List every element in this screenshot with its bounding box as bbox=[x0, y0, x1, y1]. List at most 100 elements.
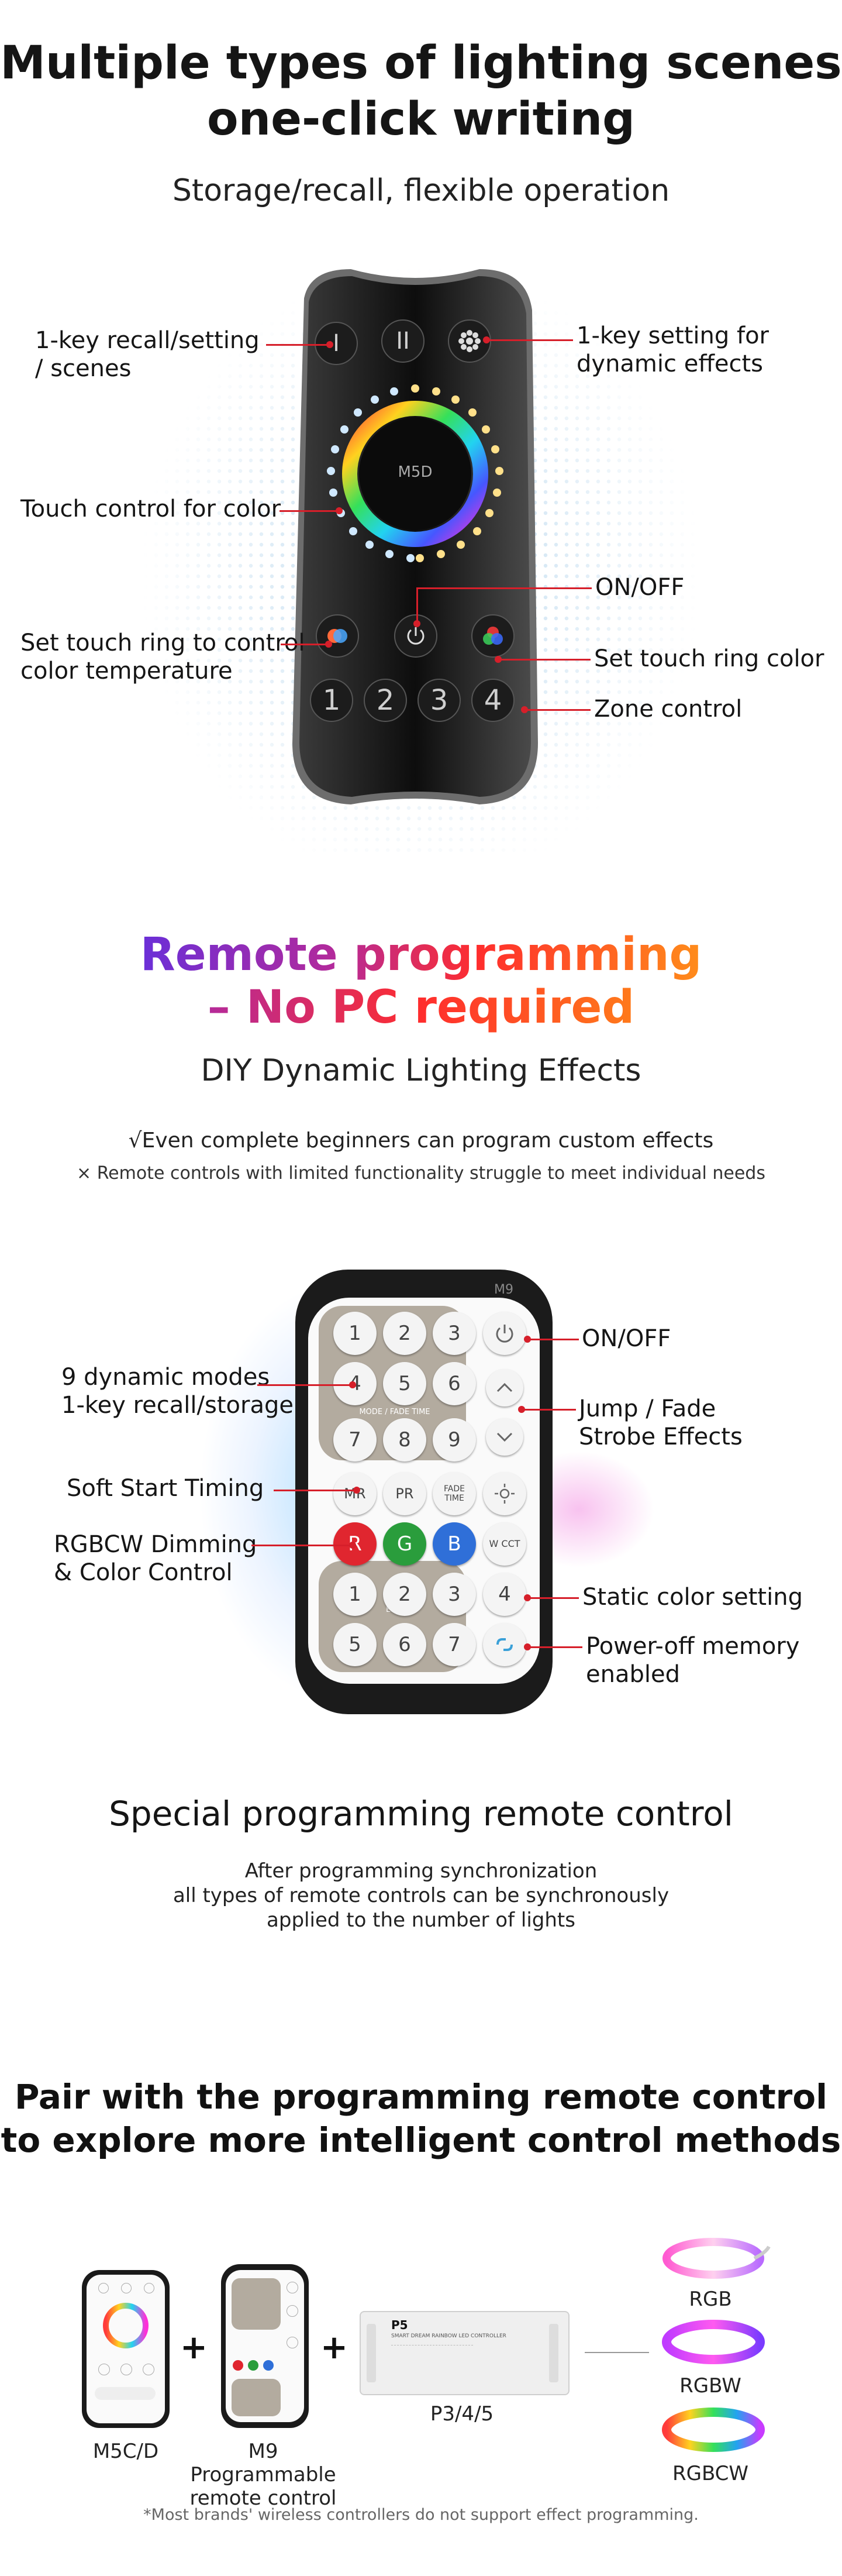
callout-dot bbox=[326, 341, 333, 348]
rgb-icon bbox=[483, 627, 503, 645]
section2-title-line1-text: Remote programming bbox=[140, 928, 702, 981]
m9-thumb-key bbox=[287, 2305, 298, 2317]
m5-thumb-zone-row bbox=[95, 2387, 156, 2400]
callout-line bbox=[416, 587, 592, 589]
m9-thumb-key bbox=[287, 2282, 298, 2293]
m9-thumb-panel bbox=[232, 2379, 281, 2416]
m5-thumbnail bbox=[82, 2270, 170, 2428]
fade-time-key[interactable]: FADE TIME bbox=[433, 1472, 476, 1515]
down-button[interactable] bbox=[486, 1418, 523, 1456]
mode-key-1[interactable]: 1 bbox=[333, 1312, 377, 1355]
memory-key[interactable] bbox=[483, 1623, 526, 1666]
controller-spec-block bbox=[391, 2345, 473, 2375]
section2-title-line2: – No PC required bbox=[0, 981, 842, 1034]
scene-key-2[interactable]: II bbox=[381, 319, 425, 363]
callout-zone-control: Zone control bbox=[594, 696, 743, 723]
mr-key[interactable]: MR bbox=[333, 1472, 377, 1515]
callout-line bbox=[251, 1545, 351, 1546]
footnote: *Most brands' wireless controllers do no… bbox=[143, 2506, 699, 2524]
m9-thumbnail bbox=[221, 2264, 309, 2428]
section2-point-no: × Remote controls with limited functiona… bbox=[77, 1163, 765, 1184]
color-temp-key[interactable] bbox=[316, 614, 359, 658]
callout-dot bbox=[524, 1643, 531, 1650]
zone-key-3[interactable]: 3 bbox=[417, 679, 461, 722]
callout-line bbox=[520, 1409, 576, 1411]
strip-label-rgbcw: RGBCW bbox=[672, 2462, 749, 2485]
up-button[interactable] bbox=[486, 1369, 523, 1406]
rgb-strip-image bbox=[662, 2238, 771, 2279]
controller-terminal-left bbox=[367, 2324, 376, 2382]
callout-line bbox=[274, 1490, 356, 1491]
section1-title-line2: one-click writing bbox=[206, 93, 635, 146]
edit-key-7[interactable]: 7 bbox=[433, 1623, 476, 1666]
callout-line bbox=[266, 344, 330, 346]
m9-thumb-panel bbox=[232, 2278, 281, 2330]
mode-key-2[interactable]: 2 bbox=[383, 1312, 426, 1355]
callout-dot bbox=[521, 706, 528, 713]
mode-key-6[interactable]: 6 bbox=[433, 1362, 476, 1405]
zone-key-2[interactable]: 2 bbox=[364, 679, 407, 722]
callout-line bbox=[526, 1339, 579, 1340]
callout-line bbox=[523, 709, 591, 711]
rgbcw-strip-image bbox=[662, 2408, 765, 2452]
edit-key-1[interactable]: 1 bbox=[333, 1573, 377, 1616]
green-key[interactable]: G bbox=[383, 1522, 426, 1566]
callout-power-memory: Power-off memory enabled bbox=[586, 1633, 800, 1688]
controller-caption: P3/4/5 bbox=[430, 2402, 494, 2426]
power-button[interactable] bbox=[483, 1312, 526, 1355]
zone-key-4[interactable]: 4 bbox=[471, 679, 515, 722]
color-temperature-icon bbox=[327, 629, 347, 643]
mode-key-8[interactable]: 8 bbox=[383, 1418, 426, 1461]
callout-rgbcw: RGBCW Dimming & Color Control bbox=[54, 1531, 257, 1586]
rgbw-strip-image bbox=[662, 2320, 765, 2364]
w-cct-key[interactable]: W CCT bbox=[483, 1522, 526, 1566]
m9-thumb-red bbox=[233, 2360, 243, 2371]
m5-thumb-key bbox=[121, 2283, 132, 2293]
section1-title-line1: Multiple types of lighting scenes bbox=[0, 37, 842, 90]
plus-sign-1: + bbox=[180, 2329, 208, 2367]
edit-key-4[interactable]: 4 bbox=[483, 1573, 526, 1616]
callout-m9-onoff: ON/OFF bbox=[582, 1325, 671, 1352]
mode-key-9[interactable]: 9 bbox=[433, 1418, 476, 1461]
touch-color-ring[interactable] bbox=[322, 380, 509, 568]
mode-key-3[interactable]: 3 bbox=[433, 1312, 476, 1355]
callout-dynamic-effects: 1-key setting for dynamic effects bbox=[577, 322, 769, 377]
callout-color-temp: Set touch ring to control color temperat… bbox=[20, 630, 305, 685]
strip-label-rgb: RGB bbox=[689, 2288, 732, 2311]
m5-caption: M5C/D bbox=[92, 2440, 159, 2463]
callout-dot bbox=[413, 620, 420, 627]
zone-key-1[interactable]: 1 bbox=[310, 679, 353, 722]
edit-key-6[interactable]: 6 bbox=[383, 1623, 426, 1666]
scene-key-1[interactable]: I bbox=[315, 322, 358, 365]
callout-dot bbox=[349, 1381, 356, 1388]
m9-model-label: M9 bbox=[494, 1282, 513, 1297]
callout-static-color: Static color setting bbox=[582, 1584, 803, 1611]
callout-dot bbox=[483, 336, 490, 343]
pr-key[interactable]: PR bbox=[383, 1472, 426, 1515]
section3-title-line1: Pair with the programming remote control bbox=[14, 2077, 828, 2117]
callout-line bbox=[526, 1646, 582, 1648]
controller-model: P5 bbox=[391, 2318, 408, 2332]
callout-line-vertical bbox=[416, 587, 418, 624]
edit-key-3[interactable]: 3 bbox=[433, 1573, 476, 1616]
brightness-key[interactable] bbox=[483, 1472, 526, 1515]
ring-color-key[interactable] bbox=[471, 614, 515, 658]
callout-dot bbox=[336, 507, 343, 514]
blue-key[interactable]: B bbox=[433, 1522, 476, 1566]
strip-label-rgbw: RGBW bbox=[679, 2374, 741, 2398]
desc-line-1: After programming synchronization bbox=[244, 1859, 598, 1883]
power-icon bbox=[496, 1325, 513, 1343]
chevron-up-icon bbox=[496, 1382, 513, 1392]
edit-key-5[interactable]: 5 bbox=[333, 1623, 377, 1666]
mode-key-5[interactable]: 5 bbox=[383, 1362, 426, 1405]
callout-line bbox=[485, 339, 573, 341]
section2-subtitle: DIY Dynamic Lighting Effects bbox=[201, 1053, 641, 1088]
callout-line bbox=[279, 510, 338, 512]
section1-subtitle: Storage/recall, flexible operation bbox=[172, 173, 670, 208]
callout-dot bbox=[518, 1406, 525, 1413]
callout-line bbox=[281, 644, 327, 645]
callout-soft-start: Soft Start Timing bbox=[67, 1475, 264, 1502]
callout-ring-color: Set touch ring color bbox=[594, 645, 824, 672]
mode-key-7[interactable]: 7 bbox=[333, 1418, 377, 1461]
edit-key-2[interactable]: 2 bbox=[383, 1573, 426, 1616]
